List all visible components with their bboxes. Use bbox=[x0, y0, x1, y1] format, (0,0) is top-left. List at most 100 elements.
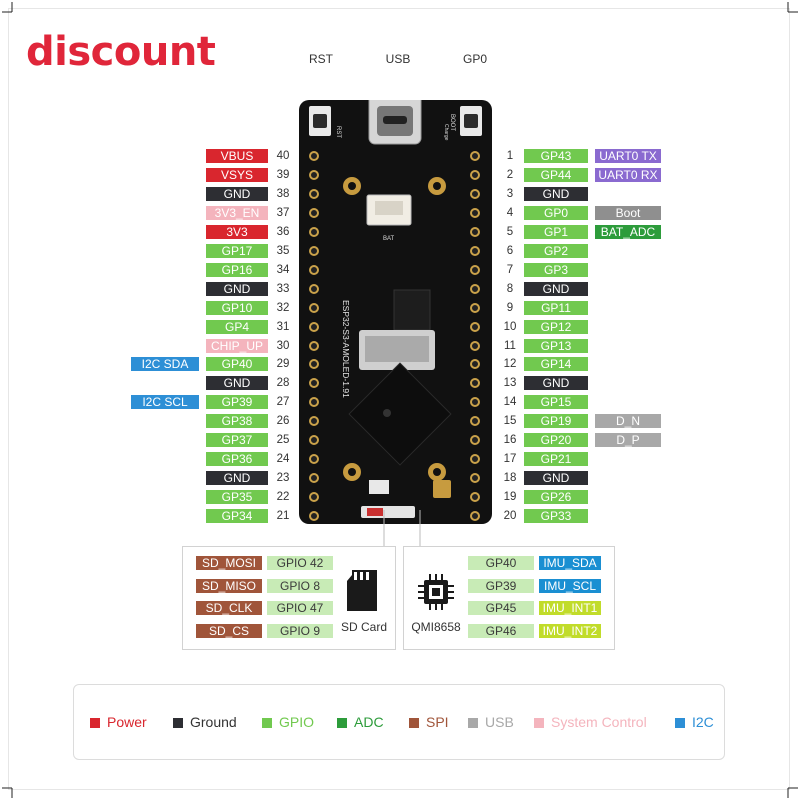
pin-number-40: 40 bbox=[276, 150, 290, 162]
pin-number-7: 7 bbox=[506, 263, 514, 276]
pin-label-13: GND bbox=[524, 376, 588, 391]
pin-label-21: GP34 bbox=[206, 509, 268, 524]
pin-hole bbox=[309, 226, 319, 237]
pin-number-26: 26 bbox=[276, 415, 290, 428]
pin-number-15: 15 bbox=[503, 415, 517, 428]
imu-chip-icon bbox=[418, 574, 454, 610]
pin-label-1: GP43 bbox=[524, 149, 588, 163]
pin-number-5: 5 bbox=[506, 225, 514, 238]
pin-func-16: D_P bbox=[595, 433, 661, 448]
imu-gpio-label: GP39 bbox=[468, 578, 534, 593]
pin-hole bbox=[309, 151, 319, 161]
pin-number-10: 10 bbox=[503, 320, 517, 333]
pin-hole bbox=[470, 359, 480, 370]
boot-silk: BOOT bbox=[449, 114, 455, 131]
pin-label-9: GP11 bbox=[524, 300, 588, 315]
pin-func-4: Boot bbox=[595, 205, 661, 220]
pin-hole bbox=[309, 454, 319, 465]
pin-hole bbox=[309, 245, 319, 256]
imu-gpio-label: GP40 bbox=[468, 556, 534, 570]
pin-number-34: 34 bbox=[276, 263, 290, 276]
legend-swatch bbox=[337, 718, 347, 728]
pin-number-31: 31 bbox=[276, 320, 290, 333]
pin-hole bbox=[470, 264, 480, 275]
pin-number-20: 20 bbox=[503, 510, 517, 523]
sd-function-label: SD_MOSI bbox=[196, 556, 262, 570]
pin-number-29: 29 bbox=[276, 358, 290, 371]
legend-label: Power bbox=[107, 714, 147, 730]
board-model-silk: ESP32-S3-AMOLED-1.91 bbox=[341, 300, 351, 398]
pin-number-35: 35 bbox=[276, 244, 290, 257]
imu-gpio-label: GP45 bbox=[468, 601, 534, 615]
pin-func-15: D_N bbox=[595, 414, 661, 429]
pin-label-20: GP33 bbox=[524, 509, 588, 524]
pin-number-30: 30 bbox=[276, 339, 290, 352]
pin-number-4: 4 bbox=[506, 206, 514, 219]
pin-number-25: 25 bbox=[276, 434, 290, 447]
sd-gpio-label: GPIO 47 bbox=[267, 601, 333, 615]
legend-item: ADC bbox=[337, 714, 384, 730]
pin-label-34: GP16 bbox=[206, 262, 268, 277]
pin-hole bbox=[309, 378, 319, 389]
pin-number-22: 22 bbox=[276, 491, 290, 504]
legend-item: Power bbox=[90, 714, 147, 730]
pin-number-37: 37 bbox=[276, 206, 290, 219]
pin-number-33: 33 bbox=[276, 282, 290, 295]
legend-item: USB bbox=[468, 714, 514, 730]
pin-number-8: 8 bbox=[506, 282, 514, 295]
discount-watermark: discount bbox=[26, 29, 216, 75]
pin-hole bbox=[309, 397, 319, 408]
pin-label-23: GND bbox=[206, 471, 268, 486]
pin-label-6: GP2 bbox=[524, 243, 588, 258]
pin-label-28: GND bbox=[206, 376, 268, 391]
pin-number-24: 24 bbox=[276, 453, 290, 466]
pin-number-21: 21 bbox=[276, 510, 290, 523]
image-frame bbox=[8, 8, 790, 790]
legend-swatch bbox=[90, 718, 100, 728]
pin-number-36: 36 bbox=[276, 225, 290, 238]
legend-label: GPIO bbox=[279, 714, 315, 730]
imu-label: QMI8658 bbox=[411, 620, 461, 634]
pin-hole bbox=[309, 302, 319, 313]
pin-label-11: GP13 bbox=[524, 338, 588, 353]
imu-function-label: IMU_INT1 bbox=[539, 601, 601, 615]
pin-hole bbox=[470, 340, 480, 351]
pin-hole bbox=[309, 416, 319, 427]
pin-func-5: BAT_ADC bbox=[595, 224, 661, 239]
pin-hole bbox=[470, 397, 480, 408]
pin-func-1: UART0 TX bbox=[595, 149, 661, 163]
pin-number-17: 17 bbox=[503, 453, 517, 466]
pin-label-25: GP37 bbox=[206, 433, 268, 448]
sd-gpio-label: GPIO 42 bbox=[267, 556, 333, 570]
pin-hole bbox=[470, 511, 480, 522]
pin-number-18: 18 bbox=[503, 472, 517, 485]
pin-label-31: GP4 bbox=[206, 319, 268, 334]
pin-number-14: 14 bbox=[503, 396, 517, 409]
pin-hole bbox=[309, 359, 319, 370]
legend-label: Ground bbox=[190, 714, 237, 730]
pin-hole bbox=[470, 416, 480, 427]
pin-label-2: GP44 bbox=[524, 167, 588, 182]
legend-label: I2C bbox=[692, 714, 714, 730]
pin-label-22: GP35 bbox=[206, 490, 268, 505]
sd-card-icon bbox=[347, 570, 377, 611]
pin-hole bbox=[309, 340, 319, 351]
pin-label-30: CHIP_UP bbox=[206, 338, 268, 353]
pin-number-28: 28 bbox=[276, 377, 290, 390]
pin-hole bbox=[470, 321, 480, 332]
pin-number-13: 13 bbox=[503, 377, 517, 390]
pin-label-18: GND bbox=[524, 471, 588, 486]
pin-label-10: GP12 bbox=[524, 319, 588, 334]
pin-hole bbox=[309, 207, 319, 218]
pin-label-15: GP19 bbox=[524, 414, 588, 429]
pin-label-14: GP15 bbox=[524, 395, 588, 410]
rst-label: RST bbox=[309, 52, 333, 66]
pin-number-2: 2 bbox=[506, 168, 514, 181]
legend-swatch bbox=[409, 718, 419, 728]
legend-label: USB bbox=[485, 714, 514, 730]
legend-item: GPIO bbox=[262, 714, 314, 730]
legend-swatch bbox=[173, 718, 183, 728]
pin-hole bbox=[470, 378, 480, 389]
legend-item: Ground bbox=[173, 714, 237, 730]
sd-function-label: SD_MISO bbox=[196, 578, 262, 593]
